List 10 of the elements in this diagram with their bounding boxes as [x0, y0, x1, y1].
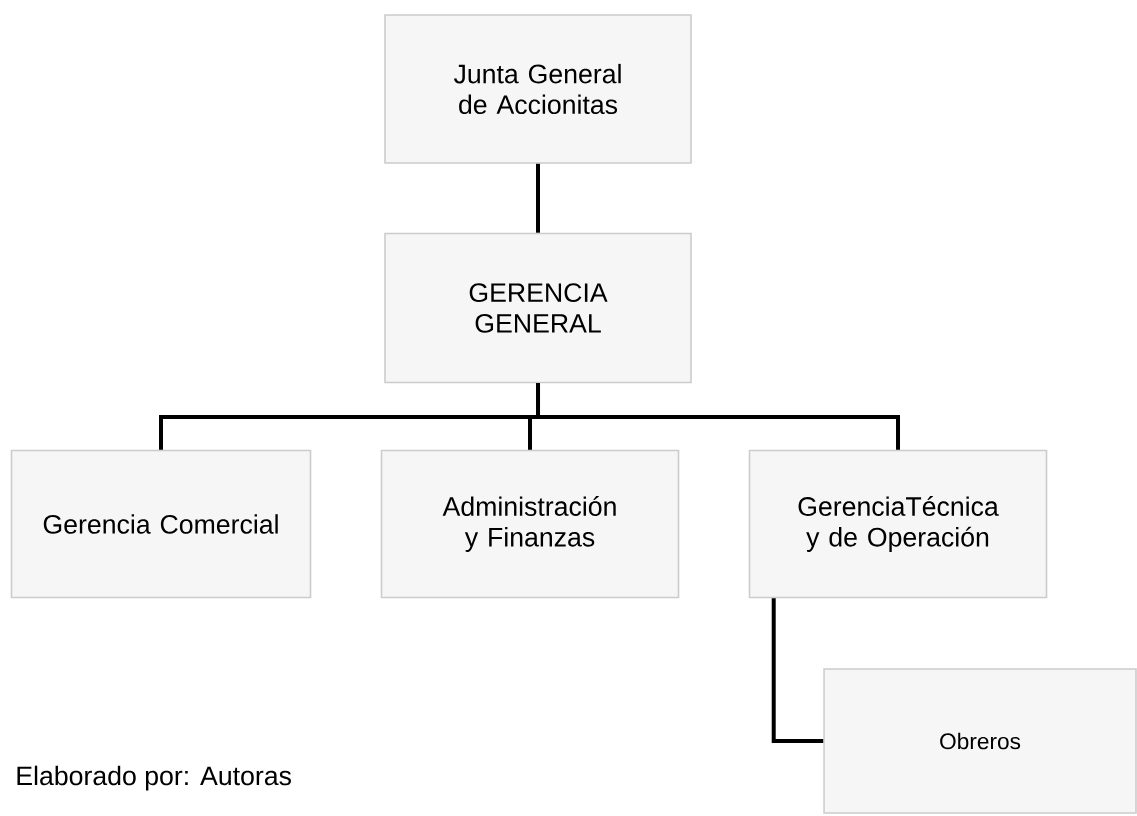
org-box: Obreros: [823, 668, 1137, 814]
connector-line: [536, 383, 900, 450]
connector-line: [536, 163, 540, 233]
org-box: GerenciaTécnica y de Operación: [748, 449, 1048, 599]
org-box: Junta General de Accionitas: [384, 14, 692, 164]
org-box: Gerencia Comercial: [10, 449, 312, 599]
source-note: Elaborado por: Autoras: [17, 765, 291, 791]
org-box: GERENCIA GENERAL: [384, 232, 692, 384]
org-box: Administración y Finanzas: [380, 449, 680, 599]
connector-line: [771, 598, 824, 743]
